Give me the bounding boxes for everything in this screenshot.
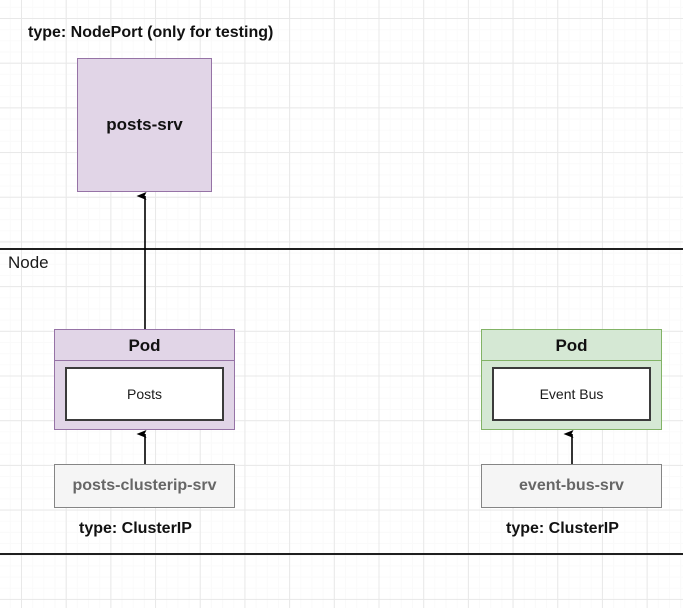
service-posts-clusterip-srv-label: posts-clusterip-srv <box>72 476 217 494</box>
container-posts[interactable]: Posts <box>65 367 224 421</box>
pod-posts[interactable]: Pod Posts <box>54 329 235 430</box>
nodeport-type-label: type: NodePort (only for testing) <box>28 24 274 41</box>
service-posts-srv-label: posts-srv <box>106 115 183 134</box>
service-posts-clusterip-srv[interactable]: posts-clusterip-srv <box>54 464 235 508</box>
container-event-bus[interactable]: Event Bus <box>492 367 651 421</box>
event-bus-clusterip-type-label: type: ClusterIP <box>506 520 619 537</box>
service-posts-srv[interactable]: posts-srv <box>77 58 212 192</box>
service-event-bus-srv[interactable]: event-bus-srv <box>481 464 662 508</box>
node-boundary-top-line <box>0 248 683 250</box>
node-boundary-bottom-line <box>0 553 683 555</box>
pod-posts-body: Posts <box>55 361 234 429</box>
container-event-bus-label: Event Bus <box>539 386 604 402</box>
service-event-bus-srv-label: event-bus-srv <box>519 476 624 494</box>
node-label: Node <box>8 253 49 272</box>
pod-event-bus-header: Pod <box>482 330 661 361</box>
container-posts-label: Posts <box>126 386 162 402</box>
pod-event-bus[interactable]: Pod Event Bus <box>481 329 662 430</box>
pod-posts-header: Pod <box>55 330 234 361</box>
pod-event-bus-body: Event Bus <box>482 361 661 429</box>
posts-clusterip-type-label: type: ClusterIP <box>79 520 192 537</box>
